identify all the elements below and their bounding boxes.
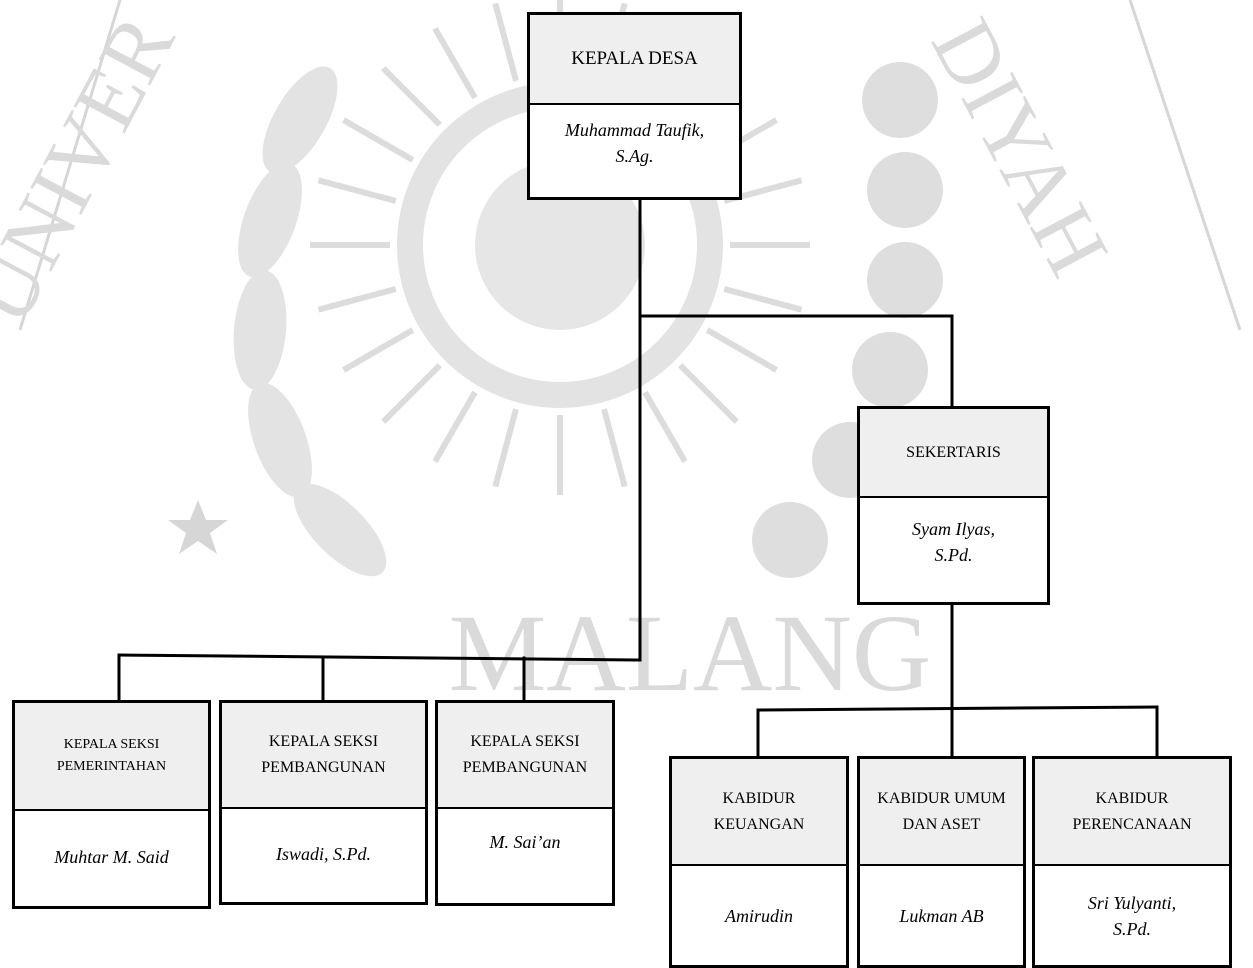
seksi-pembangunan-2-box: KEPALA SEKSI PEMBANGUNAN M. Sai’an	[435, 700, 615, 906]
kabidur-umum-aset-name: Lukman AB	[899, 905, 984, 926]
sun-ray	[705, 327, 779, 373]
sun-ray	[642, 390, 688, 464]
cotton-right	[752, 62, 943, 578]
seksi-pembangunan-1-box: KEPALA SEKSI PEMBANGUNAN Iswadi, S.Pd.	[219, 700, 428, 905]
sun-ray	[723, 286, 803, 313]
connector-kabidur-drops	[756, 705, 1159, 760]
watermark-bottom-text: MALANG	[449, 592, 932, 714]
sun-ray	[492, 408, 519, 488]
star-icon	[168, 500, 228, 554]
sun-ray	[432, 390, 478, 464]
seksi-pemerintahan-box: KEPALA SEKSI PEMERINTAHAN Muhtar M. Said	[12, 700, 211, 909]
connector-section-drops	[117, 653, 526, 704]
sekertaris-box: SEKERTARIS Syam Ilyas, S.Pd.	[857, 406, 1050, 605]
seksi-pembangunan-1-name: Iswadi, S.Pd.	[275, 844, 371, 865]
seksi-pemerintahan-title: KEPALA SEKSI PEMERINTAHAN	[15, 703, 208, 811]
seksi-pemerintahan-name: Muhtar M. Said	[54, 847, 169, 868]
sun-ray	[381, 363, 442, 424]
sun-ray	[317, 286, 397, 313]
sun-ray	[341, 117, 415, 163]
seal-outer-edge	[18, 0, 1242, 331]
kepala-desa-box: KEPALA DESA Muhammad Taufik, S.Ag.	[527, 12, 742, 200]
sun-ray	[678, 363, 739, 424]
seal-center-emblem	[475, 160, 645, 330]
seksi-pembangunan-1-title: KEPALA SEKSI PEMBANGUNAN	[222, 703, 425, 809]
kabidur-perencanaan-box: KABIDUR PERENCANAAN Sri Yulyanti, S.Pd.	[1032, 756, 1232, 968]
kabidur-umum-aset-box: KABIDUR UMUM DAN ASET Lukman AB	[857, 756, 1026, 968]
sun-ray	[317, 177, 397, 204]
connector-section-bus	[117, 653, 642, 662]
kabidur-umum-aset-title: KABIDUR UMUM DAN ASET	[860, 759, 1023, 866]
sekertaris-title: SEKERTARIS	[860, 409, 1047, 498]
kepala-desa-title: KEPALA DESA	[530, 15, 739, 105]
kabidur-keuangan-name: Amirudin	[724, 905, 793, 926]
connector-kabidur-bus	[756, 705, 1159, 712]
kabidur-keuangan-title: KABIDUR KEUANGAN	[672, 759, 846, 866]
sekertaris-name: Syam Ilyas, S.Pd.	[912, 519, 995, 566]
kabidur-perencanaan-title: KABIDUR PERENCANAAN	[1035, 759, 1229, 866]
seksi-pembangunan-2-name: M. Sai’an	[489, 832, 561, 852]
kabidur-keuangan-box: KABIDUR KEUANGAN Amirudin	[669, 756, 849, 968]
sun-ray	[601, 408, 628, 488]
sun-ray	[492, 2, 519, 82]
laurel-left	[233, 66, 387, 577]
kepala-desa-name: Muhammad Taufik, S.Ag.	[564, 120, 705, 167]
sun-ray	[381, 66, 442, 127]
connector-head-to-secretary	[638, 314, 954, 410]
sun-ray	[341, 327, 415, 373]
seksi-pembangunan-2-title: KEPALA SEKSI PEMBANGUNAN	[438, 703, 612, 809]
sun-ray	[432, 26, 478, 100]
kabidur-perencanaan-name: Sri Yulyanti, S.Pd.	[1087, 892, 1177, 939]
